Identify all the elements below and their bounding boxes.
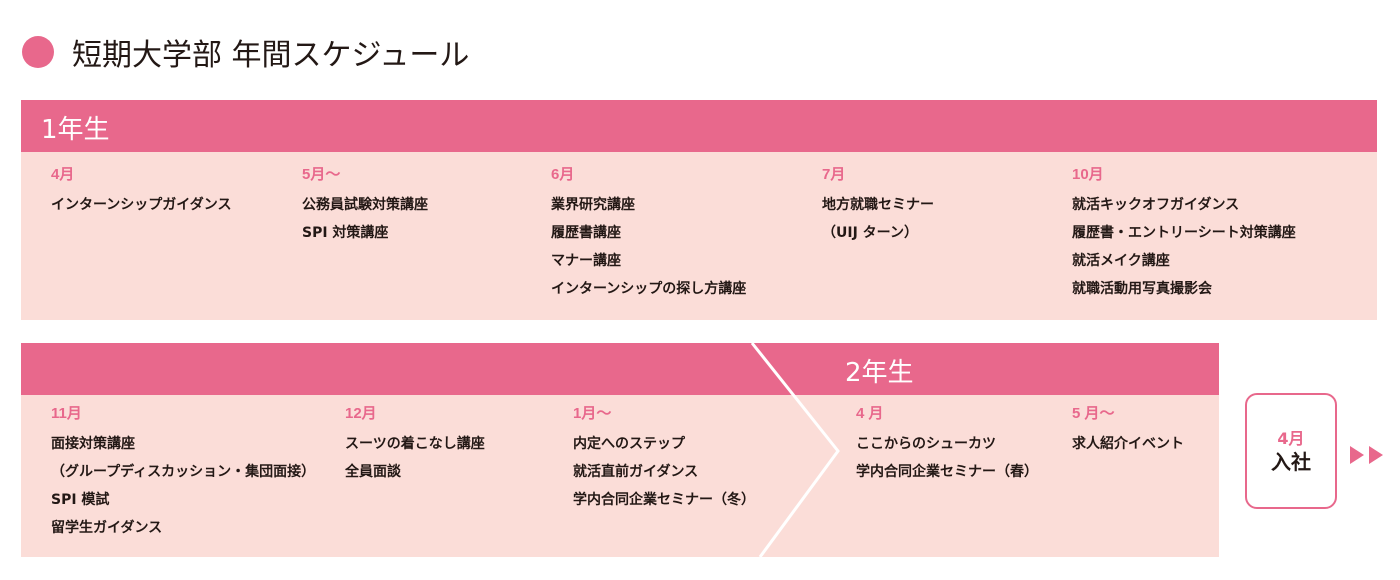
event-item: 就活直前ガイダンス: [573, 464, 699, 480]
event-list: 就活キックオフガイダンス 履歴書・エントリーシート対策講座 就活メイク講座 就職…: [1072, 194, 1296, 306]
event-item: 留学生ガイダンス: [51, 520, 163, 536]
entry-month: 4月: [1277, 429, 1305, 448]
year1-label: 1年生: [41, 115, 110, 145]
event-item: （グループディスカッション・集団面接）: [51, 464, 316, 480]
event-item: ここからのシューカツ: [856, 436, 996, 452]
event-list: 地方就職セミナー （UIJ ターン）: [822, 194, 934, 250]
month-label: 5月～: [302, 166, 341, 183]
event-item: 就活キックオフガイダンス: [1072, 197, 1240, 213]
year1-panel: 4月 インターンシップガイダンス 5月～ 公務員試験対策講座 SPI 対策講座 …: [21, 152, 1377, 320]
month-label: 7月: [822, 166, 846, 183]
schedule-column: 4 月 ここからのシューカツ 学内合同企業セミナー（春）: [856, 403, 1038, 489]
month-label: 11月: [51, 405, 82, 422]
event-item: 学内合同企業セミナー（冬）: [573, 492, 755, 508]
event-list: 求人紹介イベント: [1072, 433, 1184, 461]
schedule-column: 5 月～ 求人紹介イベント: [1072, 403, 1184, 461]
event-item: スーツの着こなし講座: [345, 436, 485, 452]
event-item: インターンシップガイダンス: [51, 197, 232, 213]
schedule-column: 5月～ 公務員試験対策講座 SPI 対策講座: [302, 164, 428, 250]
month-label: 6月: [551, 166, 575, 183]
year1-band: 1年生: [21, 100, 1377, 152]
event-item: 就職活動用写真撮影会: [1072, 281, 1212, 297]
schedule-column: 1月～ 内定へのステップ 就活直前ガイダンス 学内合同企業セミナー（冬）: [573, 403, 755, 517]
event-list: 業界研究講座 履歴書講座 マナー講座 インターンシップの探し方講座: [551, 194, 746, 306]
event-item: 履歴書・エントリーシート対策講座: [1072, 225, 1296, 241]
event-item: インターンシップの探し方講座: [551, 281, 747, 297]
event-list: インターンシップガイダンス: [51, 194, 231, 222]
month-label: 5 月～: [1072, 405, 1115, 422]
schedule-column: 11月 面接対策講座 （グループディスカッション・集団面接） SPI 模試 留学…: [51, 403, 315, 545]
schedule-column: 12月 スーツの着こなし講座 全員面談: [345, 403, 485, 489]
event-item: 地方就職セミナー: [822, 197, 934, 213]
month-label: 4月: [51, 166, 75, 183]
double-triangle-right-icon: [1350, 446, 1383, 464]
event-item: SPI 模試: [51, 492, 110, 508]
event-item: 面接対策講座: [51, 436, 135, 452]
event-list: スーツの着こなし講座 全員面談: [345, 433, 485, 489]
year2-band: 2年生: [21, 343, 1219, 395]
event-item: 業界研究講座: [551, 197, 635, 213]
schedule-column: 10月 就活キックオフガイダンス 履歴書・エントリーシート対策講座 就活メイク講…: [1072, 164, 1296, 306]
month-label: 4 月: [856, 405, 884, 422]
event-item: 全員面談: [345, 464, 401, 480]
year2-label: 2年生: [845, 358, 914, 388]
month-label: 1月～: [573, 405, 612, 422]
event-list: 公務員試験対策講座 SPI 対策講座: [302, 194, 428, 250]
event-item: マナー講座: [551, 253, 621, 269]
page-title-row: 短期大学部 年間スケジュール: [22, 30, 469, 74]
event-item: SPI 対策講座: [302, 225, 389, 241]
month-label: 12月: [345, 405, 377, 422]
event-item: 内定へのステップ: [573, 436, 685, 452]
event-item: 公務員試験対策講座: [302, 197, 428, 213]
schedule-column: 7月 地方就職セミナー （UIJ ターン）: [822, 164, 934, 250]
event-item: （UIJ ターン）: [822, 225, 918, 241]
event-item: 学内合同企業セミナー（春）: [856, 464, 1038, 480]
schedule-column: 4月 インターンシップガイダンス: [51, 164, 231, 222]
circle-icon: [22, 36, 54, 68]
event-list: ここからのシューカツ 学内合同企業セミナー（春）: [856, 433, 1038, 489]
event-item: 求人紹介イベント: [1072, 436, 1184, 452]
entry-box: 4月 入社: [1245, 393, 1337, 509]
year2-panel: 11月 面接対策講座 （グループディスカッション・集団面接） SPI 模試 留学…: [21, 395, 1219, 557]
event-item: 就活メイク講座: [1072, 253, 1170, 269]
schedule-column: 6月 業界研究講座 履歴書講座 マナー講座 インターンシップの探し方講座: [551, 164, 746, 306]
entry-label: 入社: [1271, 450, 1311, 474]
event-list: 内定へのステップ 就活直前ガイダンス 学内合同企業セミナー（冬）: [573, 433, 755, 517]
page-title: 短期大学部 年間スケジュール: [72, 38, 470, 73]
month-label: 10月: [1072, 166, 1104, 183]
event-list: 面接対策講座 （グループディスカッション・集団面接） SPI 模試 留学生ガイダ…: [51, 433, 315, 545]
event-item: 履歴書講座: [551, 225, 621, 241]
